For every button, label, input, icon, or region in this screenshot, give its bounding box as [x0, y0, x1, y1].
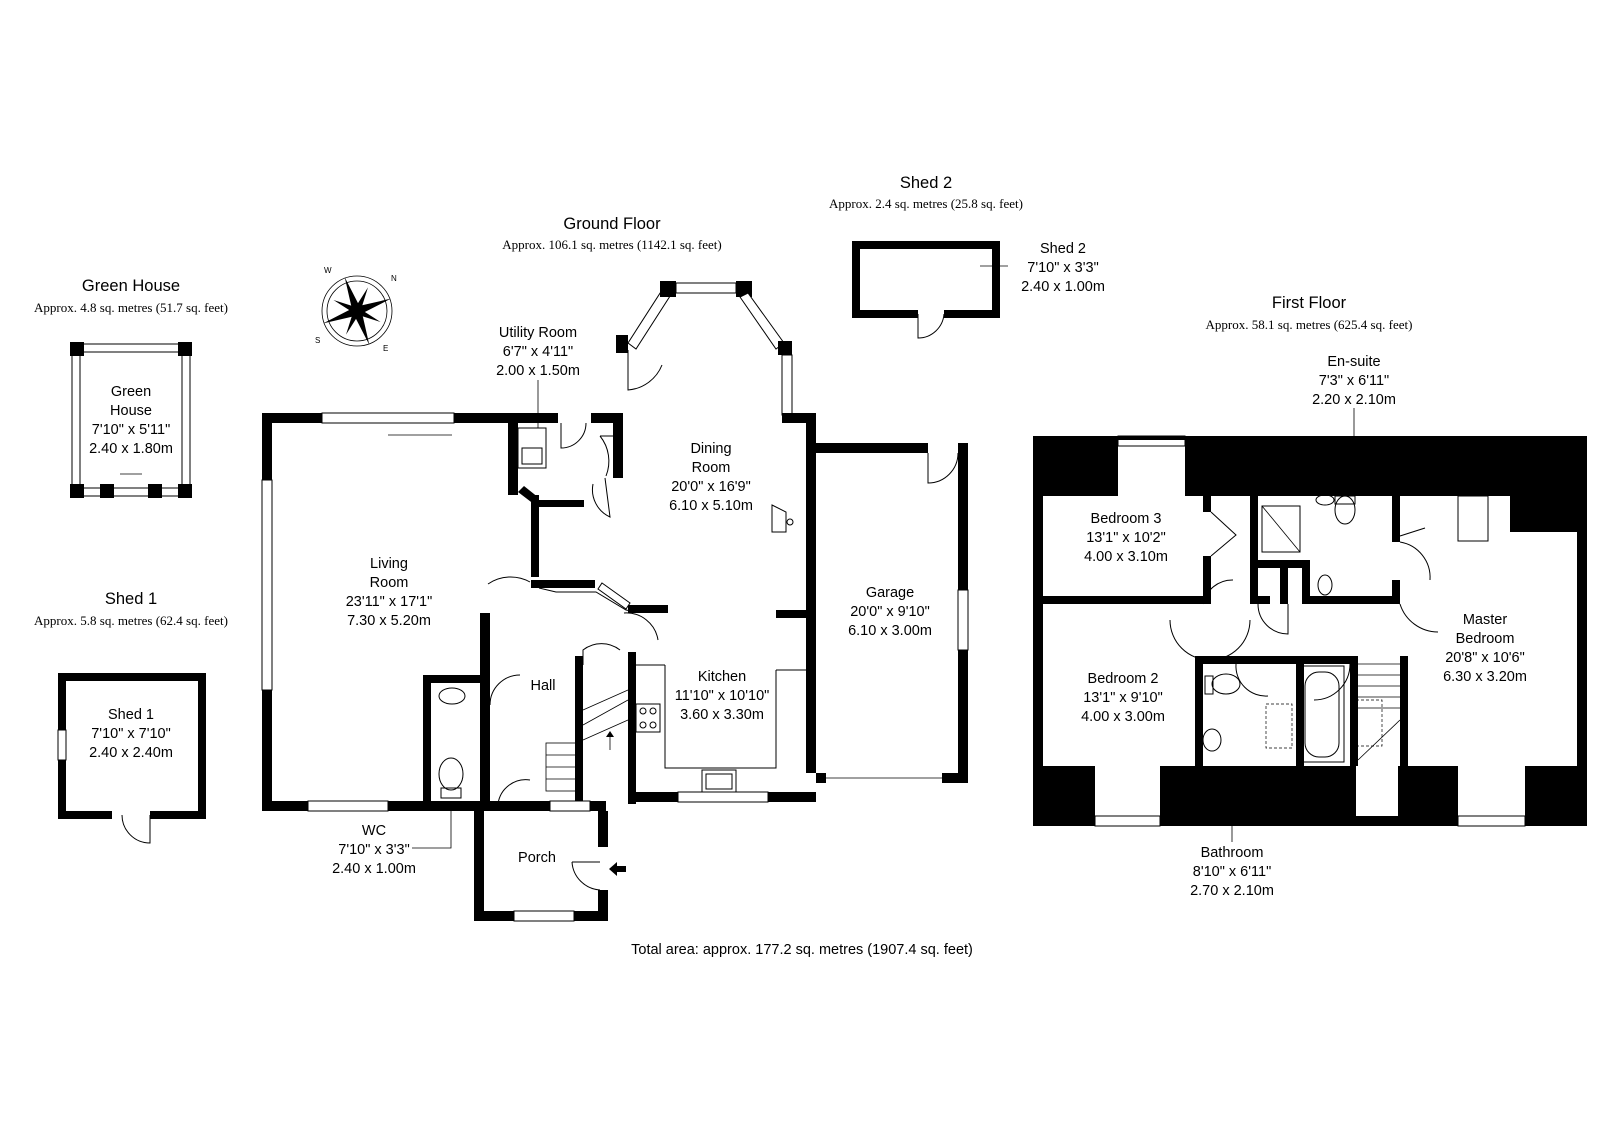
wc-imperial: 7'10" x 3'3" [338, 842, 409, 858]
kitchen-metric: 3.60 x 3.30m [680, 707, 764, 723]
ensuite-imperial: 7'3" x 6'11" [1319, 373, 1389, 389]
living-name-2: Room [370, 575, 409, 591]
garage-imperial: 20'0" x 9'10" [850, 604, 930, 620]
compass-e: E [383, 344, 388, 353]
shed1-area: Approx. 5.8 sq. metres (62.4 sq. feet) [34, 613, 228, 628]
bathroom-imperial: 8'10" x 6'11" [1193, 864, 1271, 880]
utility-imperial: 6'7" x 4'11" [503, 344, 573, 360]
shed1-name: Shed 1 [108, 707, 154, 723]
greenhouse-area: Approx. 4.8 sq. metres (51.7 sq. feet) [34, 300, 228, 315]
ground-floor-title: Ground Floor [563, 215, 661, 233]
bathroom-name: Bathroom [1201, 845, 1264, 861]
master-metric: 6.30 x 3.20m [1443, 669, 1527, 685]
dining-name-1: Dining [690, 441, 731, 457]
shed1-metric: 2.40 x 2.40m [89, 745, 173, 761]
ground-floor-plan: Ground Floor Approx. 106.1 sq. metres (1… [261, 215, 969, 922]
dining-imperial: 20'0" x 16'9" [671, 479, 751, 495]
garage-name: Garage [866, 585, 914, 601]
shed2-metric: 2.40 x 1.00m [1021, 279, 1105, 295]
utility-name: Utility Room [499, 325, 577, 341]
living-imperial: 23'11" x 17'1" [346, 594, 433, 610]
shed1-title: Shed 1 [105, 590, 157, 608]
shed2-plan: Shed 2 Approx. 2.4 sq. metres (25.8 sq. … [829, 174, 1105, 339]
master-imperial: 20'8" x 10'6" [1445, 650, 1525, 666]
compass-rose-icon: W N S E [315, 266, 397, 353]
ensuite-name: En-suite [1327, 354, 1380, 370]
compass-n: N [391, 274, 397, 283]
master-name-1: Master [1463, 612, 1507, 628]
shed2-title: Shed 2 [900, 174, 952, 192]
wc-name: WC [362, 823, 386, 839]
bedroom3-metric: 4.00 x 3.10m [1084, 549, 1168, 565]
first-floor-area: Approx. 58.1 sq. metres (625.4 sq. feet) [1206, 317, 1413, 332]
bedroom2-metric: 4.00 x 3.00m [1081, 709, 1165, 725]
shed2-imperial: 7'10" x 3'3" [1027, 260, 1098, 276]
bedroom2-name: Bedroom 2 [1088, 671, 1159, 687]
total-area: Total area: approx. 177.2 sq. metres (19… [631, 942, 973, 958]
shed1-plan: Shed 1 Approx. 5.8 sq. metres (62.4 sq. … [34, 590, 228, 844]
greenhouse-title: Green House [82, 277, 180, 295]
kitchen-imperial: 11'10" x 10'10" [675, 688, 770, 704]
bedroom3-imperial: 13'1" x 10'2" [1086, 530, 1166, 546]
living-metric: 7.30 x 5.20m [347, 613, 431, 629]
greenhouse-metric: 2.40 x 1.80m [89, 441, 173, 457]
wc-metric: 2.40 x 1.00m [332, 861, 416, 877]
ensuite-metric: 2.20 x 2.10m [1312, 392, 1396, 408]
bedroom2-imperial: 13'1" x 9'10" [1083, 690, 1163, 706]
shed2-name: Shed 2 [1040, 241, 1086, 257]
greenhouse-name-1: Green [111, 384, 151, 400]
compass-w: W [324, 266, 332, 275]
shed2-area: Approx. 2.4 sq. metres (25.8 sq. feet) [829, 196, 1023, 211]
first-floor-title: First Floor [1272, 294, 1347, 312]
porch-name: Porch [518, 850, 556, 866]
master-name-2: Bedroom [1456, 631, 1515, 647]
greenhouse-name-2: House [110, 403, 152, 419]
greenhouse-imperial: 7'10" x 5'11" [92, 422, 170, 438]
dining-metric: 6.10 x 5.10m [669, 498, 753, 514]
kitchen-name: Kitchen [698, 669, 746, 685]
hall-name: Hall [531, 678, 556, 694]
bedroom3-name: Bedroom 3 [1091, 511, 1162, 527]
first-floor-plan: First Floor Approx. 58.1 sq. metres (625… [1033, 294, 1587, 899]
utility-metric: 2.00 x 1.50m [496, 363, 580, 379]
living-name-1: Living [370, 556, 408, 572]
dining-name-2: Room [692, 460, 731, 476]
shed1-imperial: 7'10" x 7'10" [91, 726, 171, 742]
ground-floor-area: Approx. 106.1 sq. metres (1142.1 sq. fee… [502, 237, 721, 252]
garage-metric: 6.10 x 3.00m [848, 623, 932, 639]
greenhouse-plan: Green House Approx. 4.8 sq. metres (51.7… [34, 277, 228, 498]
bathroom-metric: 2.70 x 2.10m [1190, 883, 1274, 899]
compass-s: S [315, 336, 320, 345]
